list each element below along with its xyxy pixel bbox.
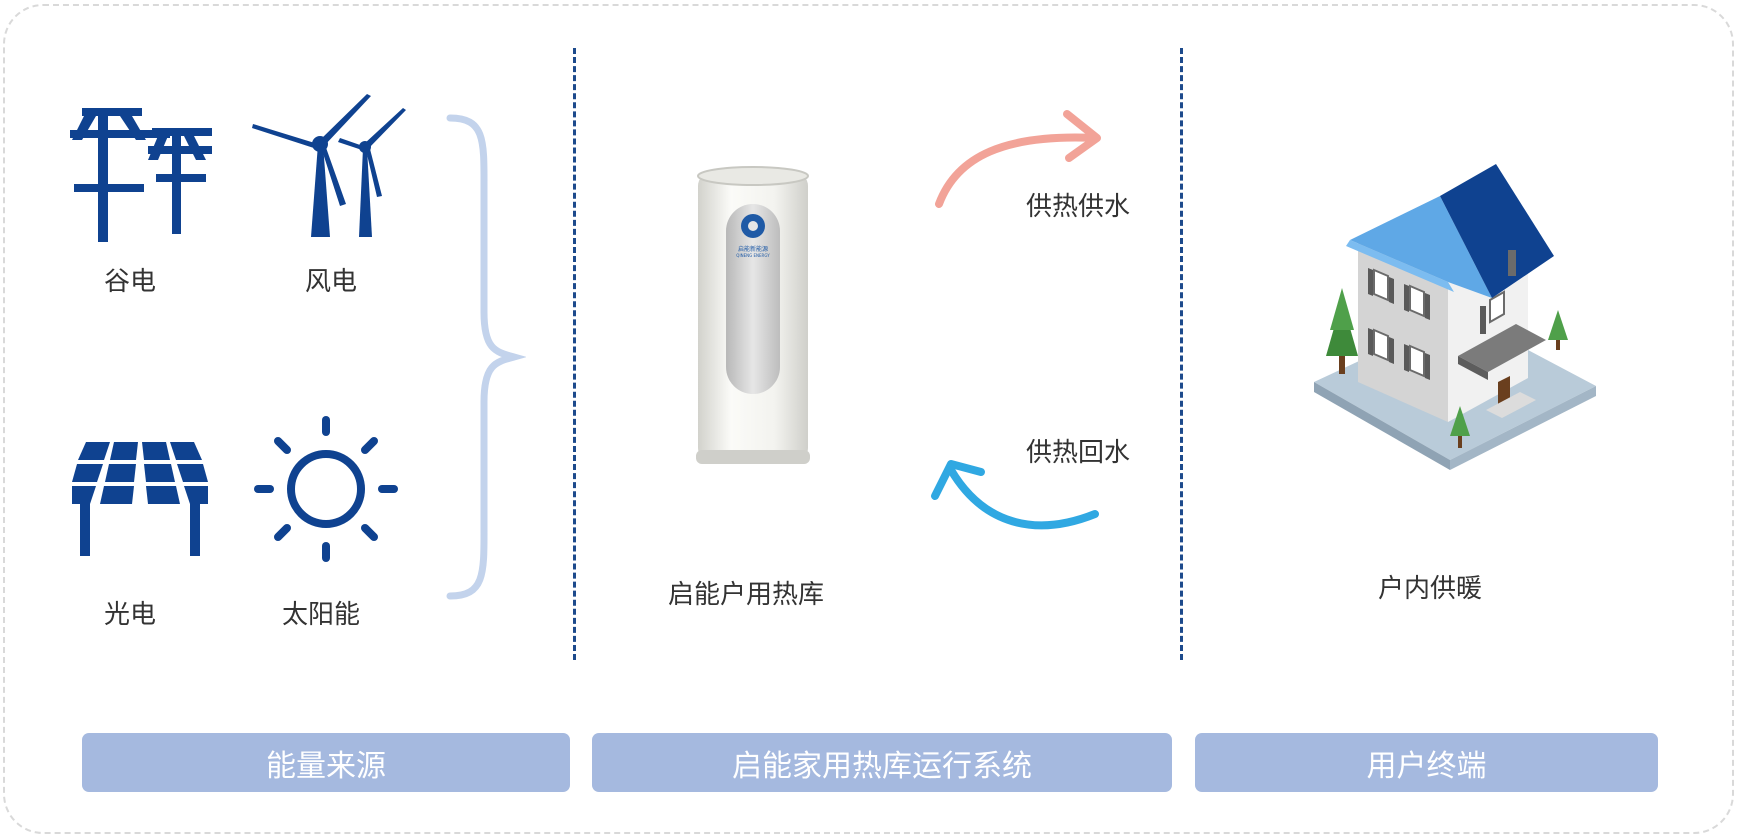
diagram-frame: [3, 4, 1734, 834]
solar-power-label: 太阳能: [282, 600, 361, 630]
wind-turbine-icon: [252, 94, 406, 237]
divider-left: [573, 48, 576, 660]
supply-arrow-icon: [935, 110, 1101, 208]
section-system: 启能家用热库运行系统: [592, 733, 1172, 792]
terminal-label: 户内供暖: [1378, 574, 1483, 604]
section-user-terminal: 用户终端: [1195, 733, 1658, 792]
wind-power-label: 风电: [305, 267, 358, 297]
house-icon: [1314, 164, 1596, 470]
sun-icon: [254, 416, 398, 562]
heat-storage-tank: 启能新能源 QINENG ENERGY: [690, 164, 816, 472]
pv-power-label: 光电: [104, 600, 157, 630]
divider-right: [1180, 48, 1183, 660]
solar-panel-icon: [72, 442, 208, 556]
tank-label: 启能户用热库: [668, 580, 825, 610]
tank-brand-label: 启能新能源: [737, 246, 768, 253]
return-arrow-icon: [931, 460, 1099, 530]
return-label: 供热回水: [1026, 438, 1131, 468]
section-energy-sources: 能量来源: [82, 733, 570, 792]
supply-label: 供热供水: [1026, 192, 1131, 222]
valley-power-label: 谷电: [104, 267, 157, 297]
grouping-brace: [446, 114, 526, 600]
transmission-tower-icon: [70, 108, 212, 242]
tank-brand-en-label: QINENG ENERGY: [736, 253, 770, 258]
tank-body-icon: [696, 166, 810, 464]
